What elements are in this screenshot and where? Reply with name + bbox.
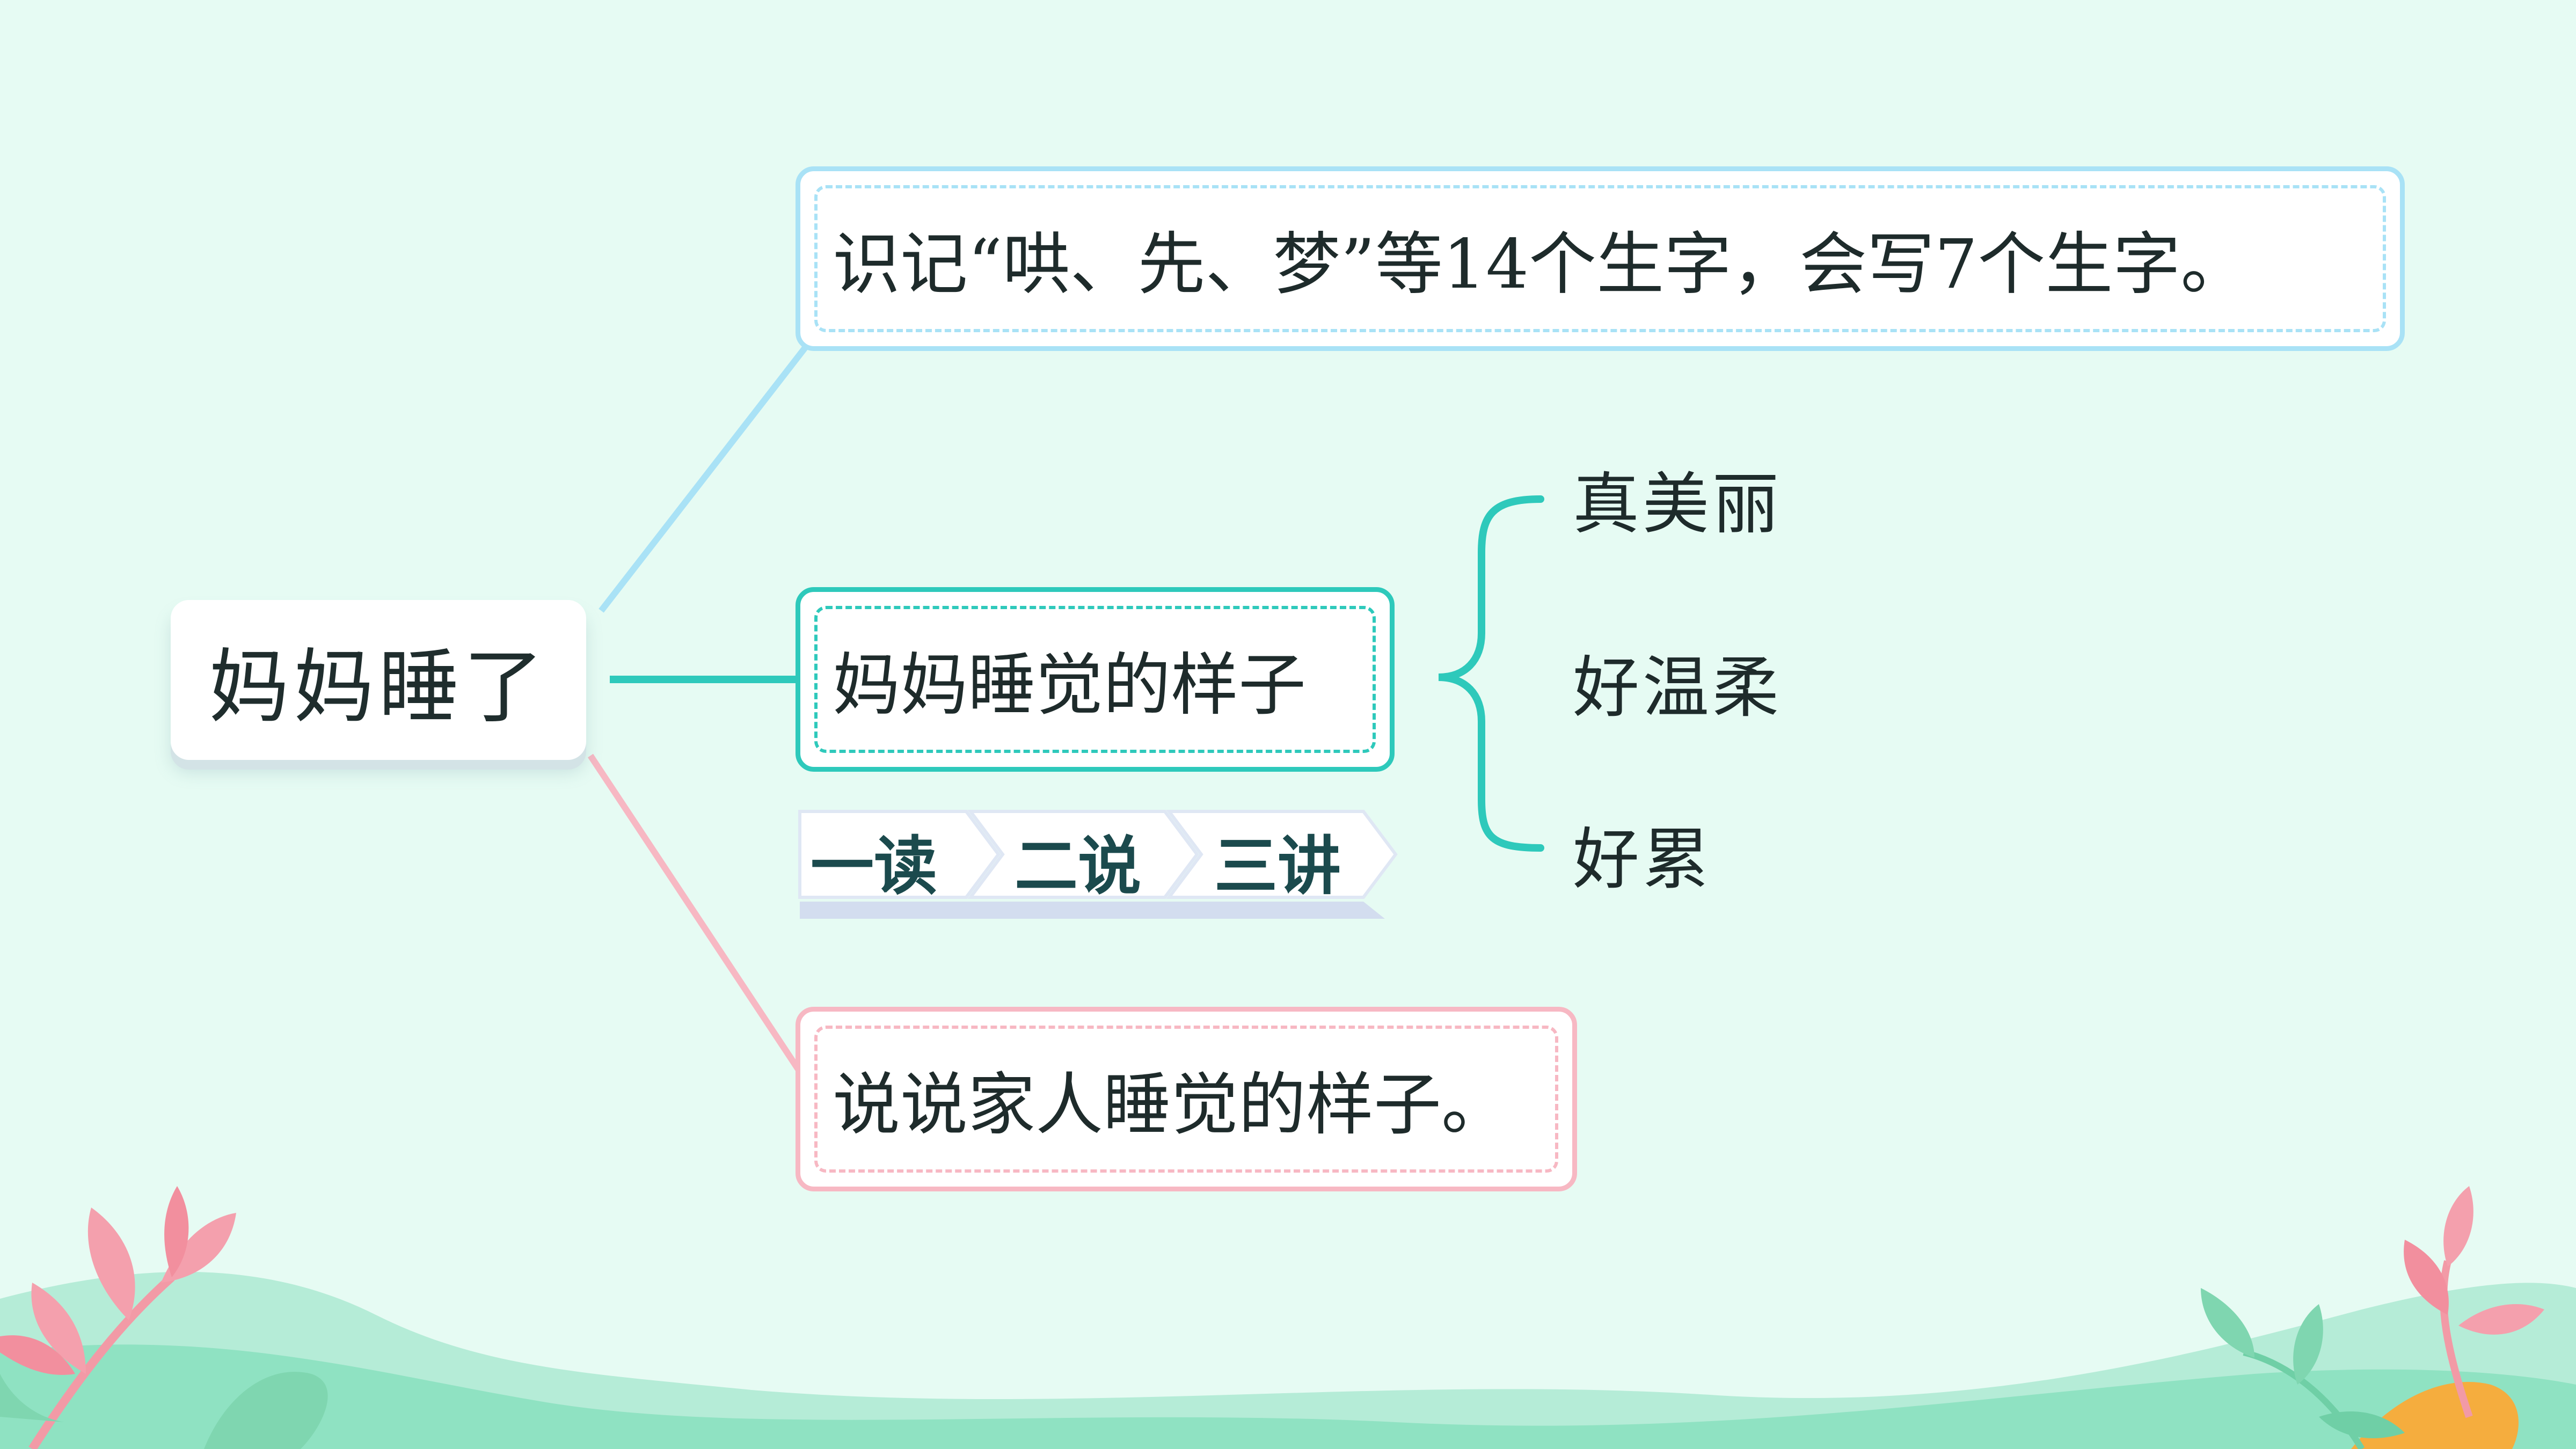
step-label: 二说 (1015, 829, 1142, 903)
branch-box-2: 妈妈睡觉的样子 (796, 587, 1395, 772)
step-label: 一读 (811, 829, 938, 903)
dashed-inner-border (814, 1026, 1558, 1173)
step-label: 三讲 (1214, 829, 1341, 903)
dashed-inner-border (814, 185, 2386, 332)
leaf-item: 真美丽 (1573, 466, 1783, 543)
connector-branch-3 (587, 753, 808, 1082)
brace-icon (1438, 495, 1544, 852)
leaf-item: 好累 (1573, 821, 1713, 898)
branch-box-1: 识记“哄、先、梦”等14个生字，会写7个生字。 (796, 166, 2405, 351)
branch-1-label: 识记“哄、先、梦”等14个生字，会写7个生字。 (833, 225, 2249, 304)
branch-box-3: 说说家人睡觉的样子。 (796, 1007, 1577, 1191)
central-topic-label: 妈妈睡了 (208, 640, 548, 734)
steps-ribbon (798, 810, 1398, 919)
leaf-item: 好温柔 (1573, 649, 1783, 727)
dashed-inner-border (814, 606, 1376, 753)
connector-branch-1 (599, 341, 811, 613)
central-topic: 妈妈睡了 (171, 600, 586, 760)
branch-3-label: 说说家人睡觉的样子。 (833, 1065, 1509, 1144)
branch-2-label: 妈妈睡觉的样子 (833, 646, 1306, 724)
